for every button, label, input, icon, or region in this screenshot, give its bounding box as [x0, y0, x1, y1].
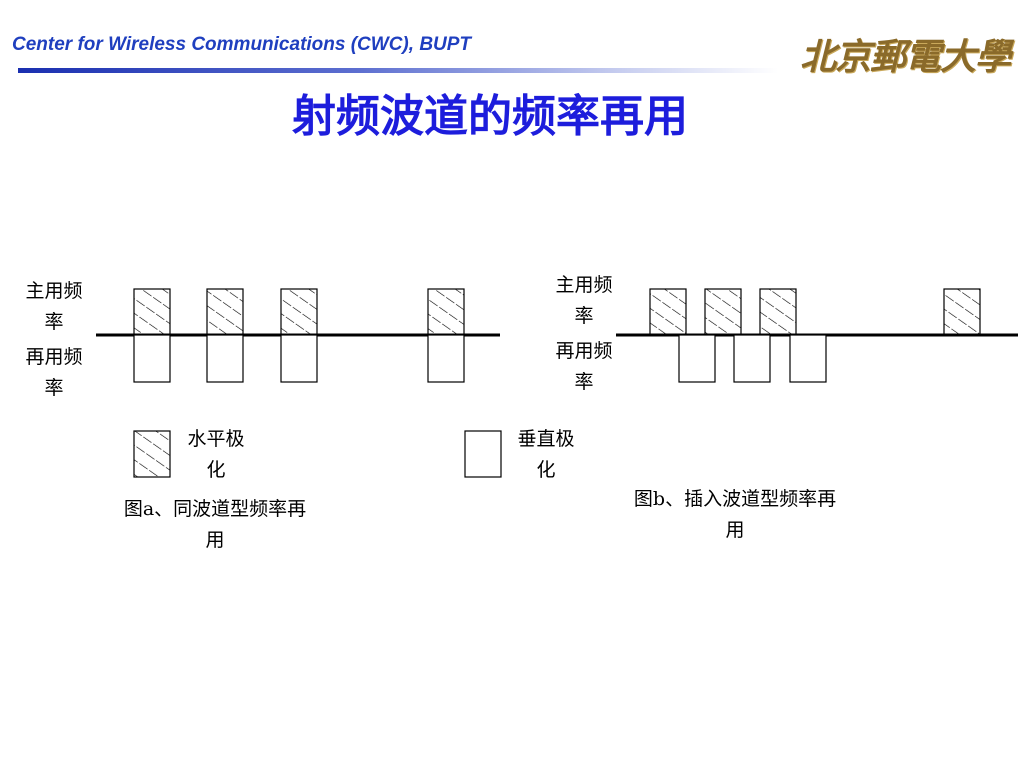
diagram-b-reuse-channel-2	[733, 334, 771, 383]
legend-vertical-label: 垂直极化	[517, 428, 575, 481]
diagram-a-main-channel-3	[280, 288, 318, 336]
diagram-a-reuse-channel-1	[133, 334, 171, 383]
legend-horizontal-label: 水平极化	[187, 428, 245, 481]
diagram-a-reuse-channel-3	[280, 334, 318, 383]
diagram-b-main-channel-4	[943, 288, 981, 336]
diagram-a-reuse-channel-2	[206, 334, 244, 383]
page-title: 射频波道的频率再用	[292, 91, 688, 142]
diagram-a-reuse-channel-4	[427, 334, 465, 383]
legend-horizontal-swatch	[133, 430, 171, 478]
diagram-b-main-channel-2	[704, 288, 742, 336]
diagram-a-main-channel-1	[133, 288, 171, 336]
diagram-b-main-channel-1	[649, 288, 687, 336]
diagram-b-main-channel-3	[759, 288, 797, 336]
legend-vertical-swatch	[464, 430, 502, 478]
diagram-a-main-channel-2	[206, 288, 244, 336]
diagram-b-reuse-channel-3	[789, 334, 827, 383]
diagram-b-reuse-label: 再用频率	[555, 340, 613, 393]
diagram-b-reuse-channel-1	[678, 334, 716, 383]
diagram-b-caption: 图b、插入波道型频率再用	[633, 488, 837, 541]
diagram-a-caption: 图a、同波道型频率再用	[123, 498, 307, 551]
diagram-a-main-channel-4	[427, 288, 465, 336]
university-logo: 北京郵電大學	[800, 36, 1011, 78]
diagram-a-main-label: 主用频率	[25, 280, 83, 333]
header-divider	[18, 68, 778, 73]
diagram-a-reuse-label: 再用频率	[25, 346, 83, 399]
header-org-title: Center for Wireless Communications (CWC)…	[12, 34, 472, 55]
diagram-b-main-label: 主用频率	[555, 274, 613, 327]
